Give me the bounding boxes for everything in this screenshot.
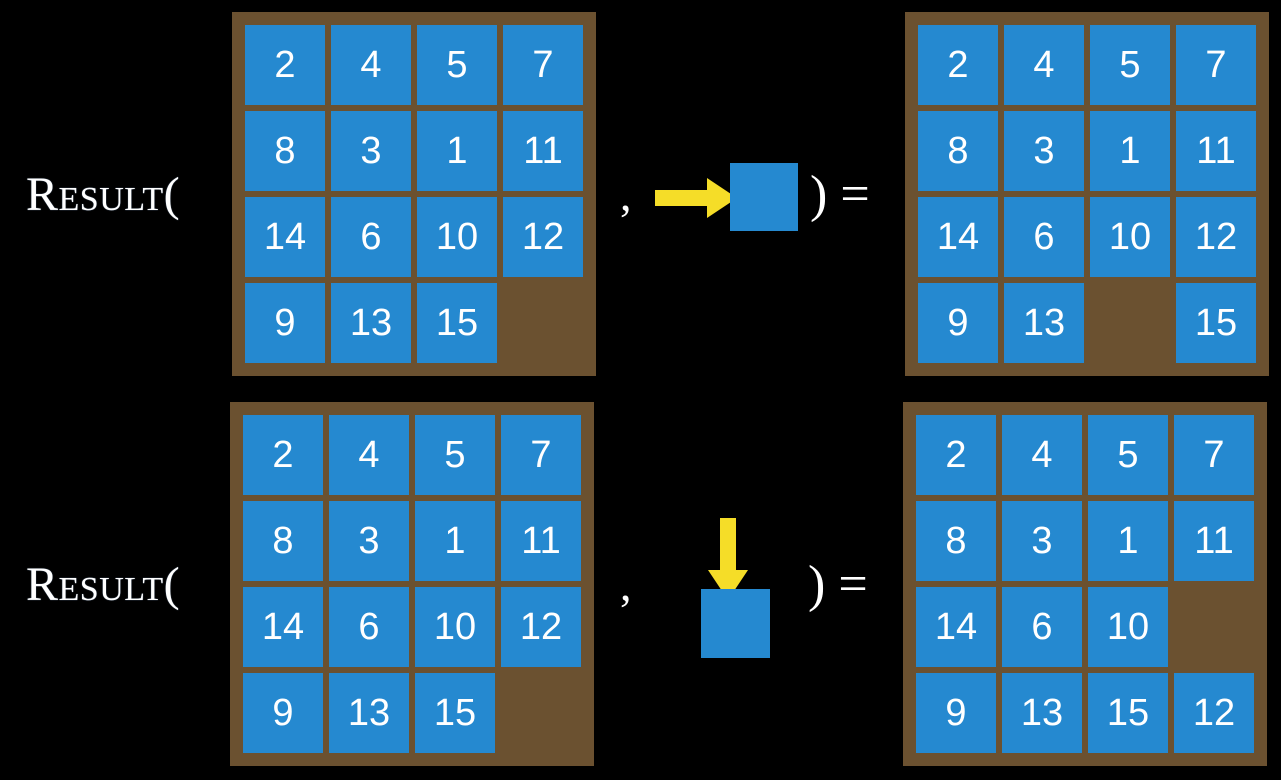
- puzzle-tile: 1: [1088, 501, 1168, 581]
- puzzle-tile: 3: [1002, 501, 1082, 581]
- puzzle-tile: 2: [245, 25, 325, 105]
- puzzle-tile: 2: [918, 25, 998, 105]
- puzzle-tile: 15: [1088, 673, 1168, 753]
- close-paren-equals-label: ) =: [810, 166, 870, 223]
- arrow-right-icon: [655, 178, 737, 218]
- puzzle-tile: 8: [243, 501, 323, 581]
- puzzle-tile: 1: [417, 111, 497, 191]
- puzzle-tile: 6: [1002, 587, 1082, 667]
- puzzle-tile: 12: [503, 197, 583, 277]
- puzzle-tile: 11: [501, 501, 581, 581]
- argument-separator-comma: ,: [620, 559, 632, 610]
- puzzle-tile: 1: [415, 501, 495, 581]
- puzzle-tile: 3: [329, 501, 409, 581]
- puzzle-tile: 9: [918, 283, 998, 363]
- puzzle-board-after: 2 4 5 7 8 3 1 11 14 6 10 12 9 13 15: [905, 12, 1269, 376]
- equation-row-vertical-move: Result( 2 4 5 7 8 3 1 11 14 6 10 12 9 13…: [0, 390, 1281, 780]
- puzzle-tile: 8: [918, 111, 998, 191]
- puzzle-tile: 3: [331, 111, 411, 191]
- puzzle-board-after: 2 4 5 7 8 3 1 11 14 6 10 9 13 15 12: [903, 402, 1267, 766]
- puzzle-tile: 6: [331, 197, 411, 277]
- puzzle-tile: 7: [503, 25, 583, 105]
- puzzle-tile: 3: [1004, 111, 1084, 191]
- puzzle-tile: 6: [329, 587, 409, 667]
- puzzle-tile: 13: [331, 283, 411, 363]
- puzzle-tile: 15: [1176, 283, 1256, 363]
- puzzle-tile: 5: [1088, 415, 1168, 495]
- puzzle-tile: 4: [1002, 415, 1082, 495]
- puzzle-tile: 8: [916, 501, 996, 581]
- puzzle-tile: 8: [245, 111, 325, 191]
- puzzle-tile: 9: [243, 673, 323, 753]
- close-paren-equals-label: ) =: [808, 556, 868, 613]
- puzzle-tile: 14: [243, 587, 323, 667]
- action-blank-tile: [730, 163, 798, 231]
- puzzle-tile: 13: [1002, 673, 1082, 753]
- puzzle-tile: 7: [1174, 415, 1254, 495]
- puzzle-board-before: 2 4 5 7 8 3 1 11 14 6 10 12 9 13 15: [230, 402, 594, 766]
- puzzle-tile: 11: [503, 111, 583, 191]
- puzzle-tile: 2: [243, 415, 323, 495]
- puzzle-tile: 6: [1004, 197, 1084, 277]
- puzzle-tile: 7: [1176, 25, 1256, 105]
- puzzle-tile: 4: [329, 415, 409, 495]
- puzzle-tile: 5: [415, 415, 495, 495]
- puzzle-tile: 10: [415, 587, 495, 667]
- puzzle-tile: 5: [417, 25, 497, 105]
- puzzle-tile: 12: [501, 587, 581, 667]
- puzzle-tile: 9: [245, 283, 325, 363]
- puzzle-tile: 7: [501, 415, 581, 495]
- puzzle-tile: 1: [1090, 111, 1170, 191]
- puzzle-tile: 13: [1004, 283, 1084, 363]
- equation-row-horizontal-move: Result( 2 4 5 7 8 3 1 11 14 6 10 12 9 13…: [26, 0, 1269, 390]
- puzzle-blank-cell: [503, 283, 583, 363]
- puzzle-tile: 12: [1174, 673, 1254, 753]
- puzzle-tile: 14: [918, 197, 998, 277]
- puzzle-tile: 9: [916, 673, 996, 753]
- action-blank-tile: [701, 589, 770, 658]
- argument-separator-comma: ,: [620, 169, 632, 220]
- puzzle-board-before: 2 4 5 7 8 3 1 11 14 6 10 12 9 13 15: [232, 12, 596, 376]
- puzzle-tile: 10: [1090, 197, 1170, 277]
- action-glyph-horizontal: [640, 0, 810, 390]
- puzzle-tile: 11: [1176, 111, 1256, 191]
- puzzle-tile: 10: [417, 197, 497, 277]
- puzzle-tile: 11: [1174, 501, 1254, 581]
- puzzle-tile: 10: [1088, 587, 1168, 667]
- result-function-label: Result(: [26, 558, 181, 611]
- puzzle-tile: 15: [417, 283, 497, 363]
- puzzle-tile: 4: [331, 25, 411, 105]
- puzzle-tile: 15: [415, 673, 495, 753]
- puzzle-tile: 13: [329, 673, 409, 753]
- puzzle-tile: 5: [1090, 25, 1170, 105]
- arrow-down-icon: [708, 518, 748, 600]
- result-function-label: Result(: [26, 168, 181, 221]
- puzzle-tile: 14: [916, 587, 996, 667]
- puzzle-tile: 4: [1004, 25, 1084, 105]
- puzzle-blank-cell: [1174, 587, 1254, 667]
- puzzle-tile: 14: [245, 197, 325, 277]
- puzzle-tile: 12: [1176, 197, 1256, 277]
- action-glyph-vertical: [640, 390, 810, 780]
- puzzle-blank-cell: [501, 673, 581, 753]
- puzzle-blank-cell: [1090, 283, 1170, 363]
- puzzle-tile: 2: [916, 415, 996, 495]
